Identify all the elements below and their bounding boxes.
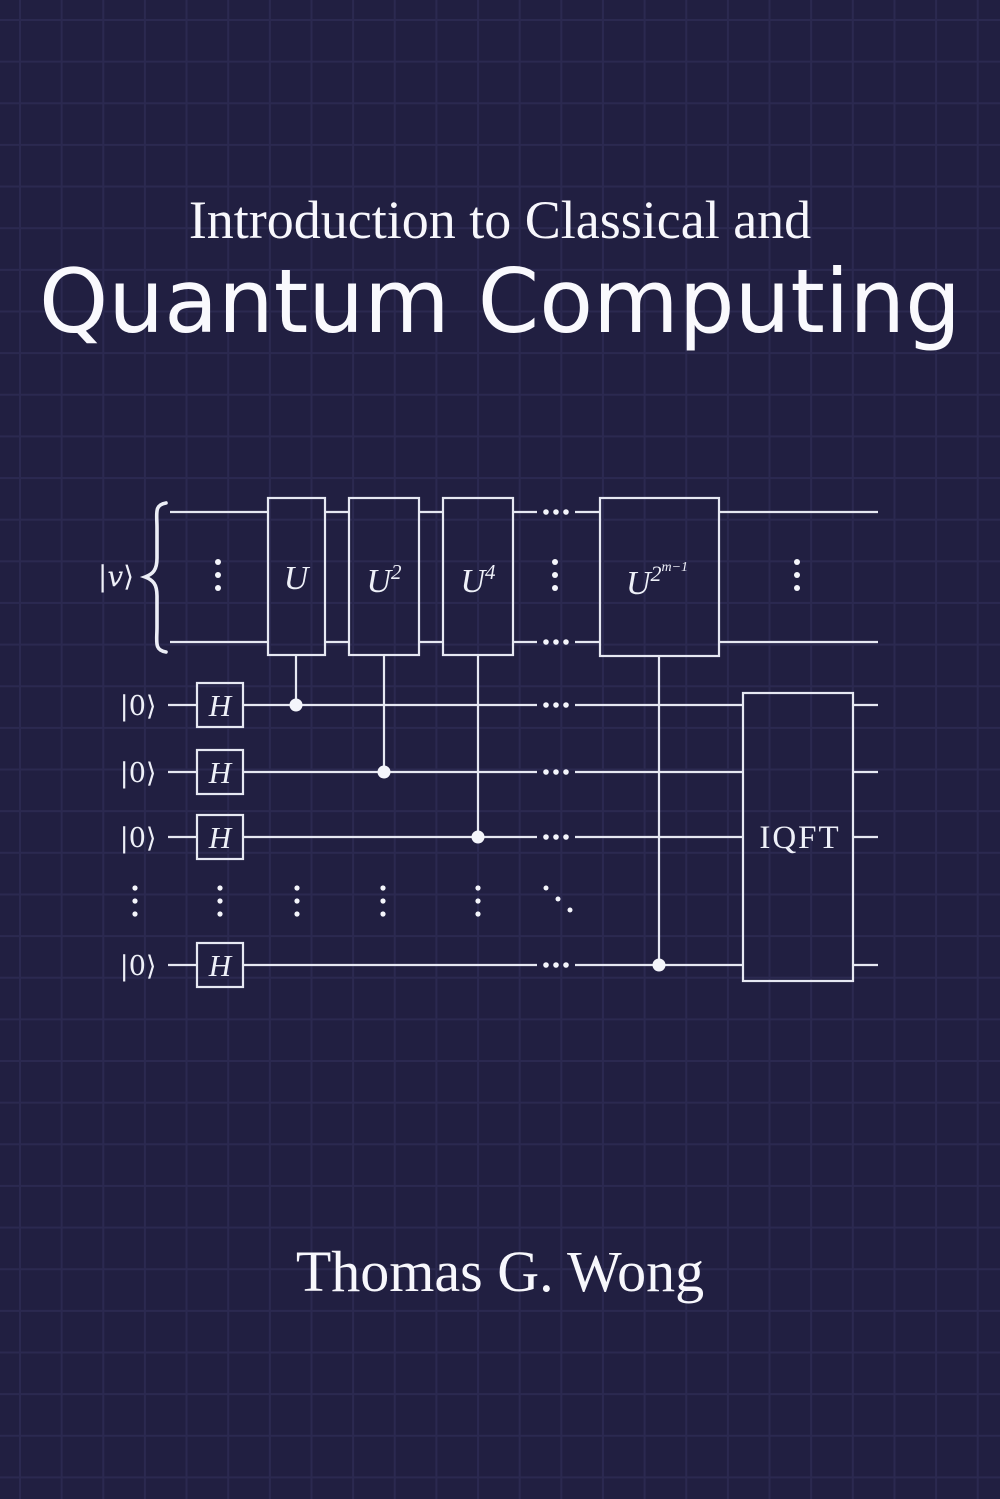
ancilla-vdots-icon <box>132 885 481 917</box>
gate-u2-label: U2 <box>366 560 402 600</box>
gate-u2m1-exponent: 2 <box>651 561 662 586</box>
wire-ellipsis-dots-icon <box>543 509 569 968</box>
register-vdots-icon <box>215 559 800 591</box>
ket0-digit: 0 <box>129 758 146 789</box>
ket0-digit: 0 <box>129 951 146 982</box>
ket-zero-label-2: |0⟩ <box>120 758 157 789</box>
control-dots <box>289 698 666 972</box>
gate-u2-exponent: 2 <box>391 560 402 584</box>
ket0-bracket: ⟩ <box>146 758 157 789</box>
control-lines <box>294 655 661 965</box>
ket0-digit: 0 <box>129 691 146 722</box>
gate-u-base: U <box>284 560 311 597</box>
author-name: Thomas G. Wong <box>295 1239 705 1304</box>
hadamard-box-4 <box>195 941 245 989</box>
gate-u2m1-base: U <box>626 565 653 602</box>
gate-u-label: U <box>284 560 311 597</box>
gate-u2-box <box>347 496 421 657</box>
hadamard-label-1: H <box>208 688 233 723</box>
control-dot-1 <box>289 698 303 712</box>
ket-zero-label-3: |0⟩ <box>120 823 157 854</box>
ket0-bracket: ⟩ <box>146 691 157 722</box>
title-line-1: Introduction to Classical and <box>188 190 812 250</box>
iqft-box <box>741 691 855 983</box>
gate-u2-base: U <box>366 563 393 600</box>
gate-u4-exponent: 4 <box>485 560 496 584</box>
ket0-bar: | <box>120 691 129 722</box>
ket-v-label: |v⟩ <box>98 560 134 593</box>
hadamard-label-4: H <box>208 948 233 983</box>
ket-zero-label-4: |0⟩ <box>120 951 157 982</box>
ket0-bar: | <box>120 758 129 789</box>
gate-u4-box <box>441 496 515 657</box>
hadamard-label-3: H <box>208 820 233 855</box>
ket-zero-label-1: |0⟩ <box>120 691 157 722</box>
hadamard-box-3 <box>195 813 245 861</box>
ket0-bar: | <box>120 823 129 854</box>
register-brace <box>139 501 168 654</box>
hadamard-label-2: H <box>208 755 233 790</box>
iqft-label: IQFT <box>759 820 840 856</box>
gate-u4-label: U4 <box>460 560 496 600</box>
ket0-bracket: ⟩ <box>146 951 157 982</box>
ket-v-letter: v <box>107 560 123 593</box>
ket0-digit: 0 <box>129 823 146 854</box>
gate-u-box <box>266 496 327 657</box>
control-dot-3 <box>471 830 485 844</box>
ket0-bracket: ⟩ <box>146 823 157 854</box>
control-dot-2 <box>377 765 391 779</box>
gate-u2m1-exponent-sup: m−1 <box>662 560 689 575</box>
gate-u2m1-label: U2m−1 <box>626 560 688 602</box>
hadamard-box-1 <box>195 681 245 729</box>
ket0-bar: | <box>120 951 129 982</box>
gate-u2m1-box <box>598 496 721 658</box>
eigen-register-wires <box>170 510 878 644</box>
ket-v-bar: | <box>98 560 107 593</box>
hadamard-box-2 <box>195 748 245 796</box>
diagonal-ddots-icon <box>543 885 573 913</box>
gate-u4-base: U <box>460 563 487 600</box>
control-dot-4 <box>652 958 666 972</box>
ket-v-bracket: ⟩ <box>123 560 134 593</box>
title-line-2: Quantum Computing <box>39 250 961 353</box>
